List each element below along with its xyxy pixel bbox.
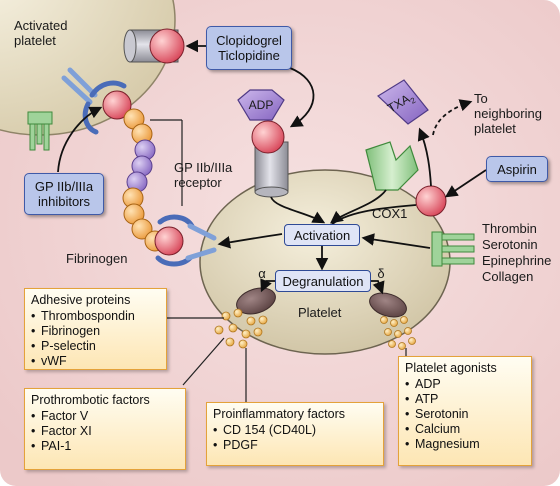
neighboring-platelet-label: To neighboring platelet [474, 91, 542, 136]
fibrinogen-chain [102, 90, 184, 256]
aspirin-label: Aspirin [497, 161, 537, 177]
list-item: ATP [405, 392, 525, 407]
proinflammatory-factors-title: Proinflammatory factors [213, 407, 345, 421]
platelet-body [199, 169, 451, 355]
list-item: ADP [405, 377, 525, 392]
proinflammatory-factors-box: Proinflammatory factors CD 154 (CD40L) P… [206, 402, 384, 466]
delta-label: δ [377, 266, 385, 281]
list-item: PDGF [213, 438, 377, 453]
adhesive-proteins-box: Adhesive proteins Thrombospondin Fibrino… [24, 288, 167, 370]
prothrombotic-factors-box: Prothrombotic factors Factor V Factor XI… [24, 388, 186, 470]
p2y12-receptor-activated [123, 28, 185, 64]
degranulation-box: Degranulation [275, 270, 371, 292]
platelet-agonists-box: Platelet agonists ADP ATP Serotonin Calc… [398, 356, 532, 466]
delta-granule [369, 292, 407, 318]
platelet-agonists-title: Platelet agonists [405, 361, 497, 375]
adp-ligand [237, 89, 285, 121]
activation-box: Activation [284, 224, 360, 246]
p2y12-receptor-platelet [251, 120, 289, 198]
cox1-enzyme [415, 185, 447, 217]
clopidogrel-box: Clopidogrel Ticlopidine [206, 26, 292, 70]
adhesive-proteins-list: Thrombospondin Fibrinogen P-selectin vWF [31, 309, 160, 369]
txa2-receptor [365, 141, 419, 191]
gp-receptor-label-line2: receptor [174, 175, 222, 190]
list-item: Thrombospondin [31, 309, 160, 324]
agonist-thrombin: Thrombin [482, 221, 537, 236]
fibrinogen-label: Fibrinogen [66, 251, 128, 266]
gp-receptor-platelet [155, 214, 217, 267]
ticlopidine-label: Ticlopidine [218, 48, 280, 63]
alpha-granule [236, 287, 276, 315]
list-item: vWF [31, 354, 160, 369]
gp-receptor-label: GP IIb/IIIa receptor [174, 160, 232, 190]
list-item: Calcium [405, 422, 525, 437]
list-item: CD 154 (CD40L) [213, 423, 377, 438]
clopidogrel-label: Clopidogrel [216, 33, 282, 48]
aspirin-box: Aspirin [486, 156, 548, 182]
neighboring-label-line2: neighboring [474, 106, 542, 121]
platelet-label: Platelet [298, 305, 342, 320]
txa2-ligand [377, 79, 429, 125]
list-item: Magnesium [405, 437, 525, 452]
neighboring-label-line1: To [474, 91, 488, 106]
alpha-label: α [258, 266, 266, 281]
prothrombotic-factors-title: Prothrombotic factors [31, 393, 150, 407]
gp-inhibitors-label-line2: inhibitors [37, 194, 91, 209]
agonists-label: Thrombin Serotonin Epinephrine Collagen [482, 221, 551, 285]
list-item: Serotonin [405, 407, 525, 422]
list-item: Factor XI [31, 424, 179, 439]
agonist-epinephrine: Epinephrine [482, 253, 552, 268]
gp-receptor-label-line1: GP IIb/IIIa [174, 160, 233, 175]
prothrombotic-factors-list: Factor V Factor XI PAI-1 [31, 409, 179, 454]
connector-lines [150, 119, 407, 402]
agonist-serotonin: Serotonin [482, 237, 538, 252]
list-item: PAI-1 [31, 439, 179, 454]
activated-platelet-label-line2: platelet [14, 33, 56, 48]
adp-label: ADP [248, 98, 274, 112]
platelet-agonists-list: ADP ATP Serotonin Calcium Magnesium [405, 377, 525, 452]
neighboring-label-line3: platelet [474, 121, 516, 136]
arrows [57, 39, 487, 295]
delta-granule-contents [380, 316, 416, 350]
gp-inhibitor-molecule [27, 111, 53, 151]
activated-platelet-label-line1: Activated [14, 18, 68, 33]
gp-inhibitors-box: GP IIb/IIIa inhibitors [24, 173, 104, 215]
agonist-receptor [431, 231, 475, 267]
gp-inhibitors-label-line1: GP IIb/IIIa [34, 179, 94, 194]
list-item: Fibrinogen [31, 324, 160, 339]
proinflammatory-factors-list: CD 154 (CD40L) PDGF [213, 423, 377, 453]
gp-receptor-activated [61, 67, 127, 135]
list-item: P-selectin [31, 339, 160, 354]
activated-platelet-label: Activated platelet [14, 18, 67, 48]
list-item: Factor V [31, 409, 179, 424]
adhesive-proteins-title: Adhesive proteins [31, 293, 131, 307]
alpha-granule-contents [214, 308, 268, 349]
cox1-label: COX1 [372, 206, 408, 221]
agonist-collagen: Collagen [482, 269, 534, 284]
